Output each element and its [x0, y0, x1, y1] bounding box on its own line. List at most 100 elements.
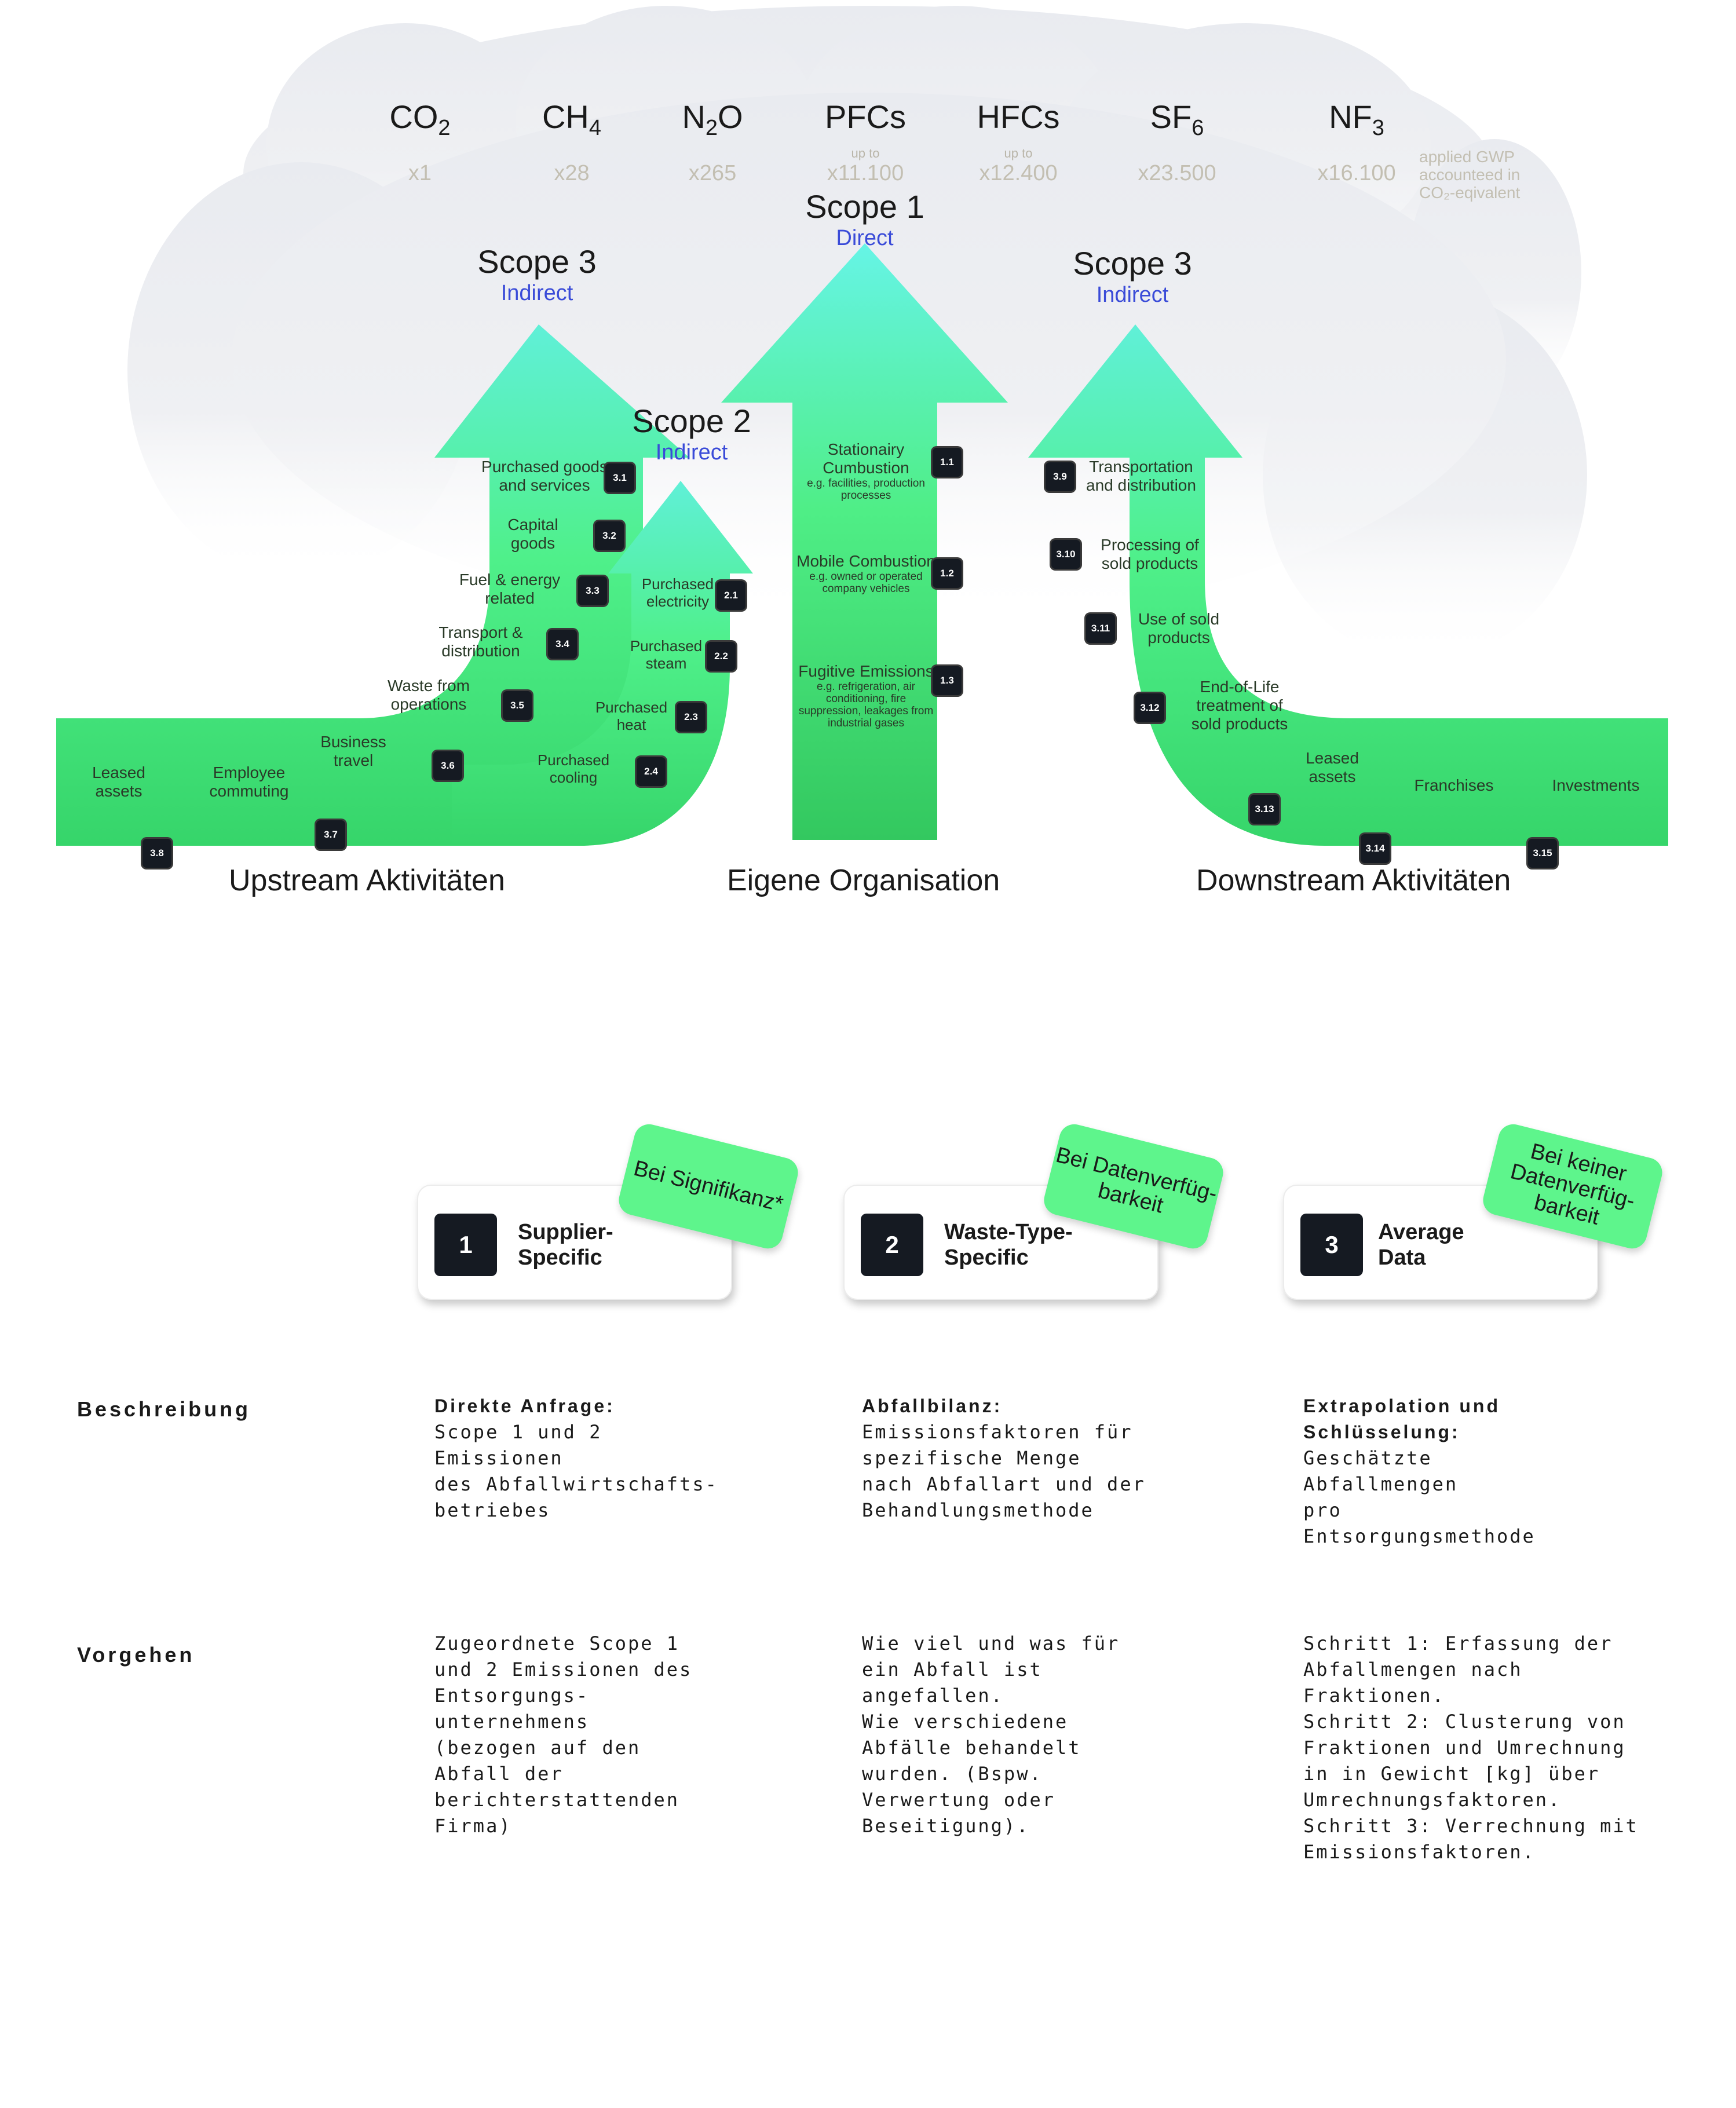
- scope-title-text: Scope 3: [1073, 245, 1192, 282]
- category-label: Fugitive Emissions e.g. refrigeration, a…: [796, 662, 935, 729]
- category-badge: 3.7: [316, 820, 345, 849]
- gas-upto: up to: [1004, 146, 1033, 161]
- gas-formula: SF6: [1150, 98, 1204, 141]
- scope3-downstream-title: Scope 3 Indirect: [1040, 245, 1225, 308]
- scope-subtitle: Indirect: [500, 281, 573, 305]
- section-downstream: Downstream Aktivitäten: [1196, 864, 1511, 897]
- category-badge: 3.3: [578, 576, 607, 605]
- category-badge: 3.14: [1361, 834, 1390, 863]
- category-badge: 1.3: [933, 666, 962, 695]
- gas-upto: [1108, 147, 1247, 160]
- procedure-cell: Wie viel und was für ein Abfall ist ange…: [862, 1632, 1120, 1837]
- method-name: Waste-Type-Specific: [944, 1220, 1073, 1270]
- scope-subtitle: Indirect: [1096, 283, 1169, 307]
- category-label: Purchased heat: [595, 699, 668, 733]
- scope-title-text: Scope 3: [477, 243, 597, 280]
- method-number: 2: [861, 1214, 923, 1276]
- gas-ch4: CH4 x28: [502, 98, 641, 186]
- scope3-upstream-title: Scope 3 Indirect: [444, 243, 630, 306]
- category-note: e.g. refrigeration, air conditioning, fi…: [798, 681, 934, 729]
- gas-upto: up to: [851, 146, 880, 161]
- category-label: Transport & distribution: [438, 623, 523, 660]
- category-badge: 2.1: [717, 581, 745, 610]
- category-badge: 3.4: [548, 630, 577, 659]
- gas-gwp: x11.100: [827, 161, 904, 186]
- category-label: End-of-Life treatment of sold products: [1191, 678, 1288, 733]
- gas-upto: [350, 147, 489, 160]
- category-badge: 3.1: [605, 463, 634, 492]
- gas-sf6: SF6 x23.500: [1108, 98, 1247, 186]
- gas-upto: [643, 147, 782, 160]
- gas-nf3: NF3 x16.100: [1287, 98, 1426, 186]
- category-label-text: Fugitive Emissions: [798, 662, 934, 680]
- description-text: Geschätzte Abfallmengen pro Entsorgungsm…: [1303, 1447, 1536, 1547]
- gas-gwp: x1: [408, 161, 432, 186]
- method-number: 3: [1300, 1214, 1363, 1276]
- description-text: Emissionsfaktoren für spezifische Menge …: [862, 1421, 1146, 1521]
- method-name: Average Data: [1378, 1220, 1464, 1270]
- category-badge: 2.2: [707, 642, 736, 671]
- category-badge: 3.5: [503, 691, 532, 720]
- category-badge: 3.11: [1086, 614, 1115, 643]
- scope3-downstream-arrow: [1028, 324, 1668, 846]
- description-cell: Abfallbilanz: Emissionsfaktoren für spez…: [862, 1393, 1186, 1524]
- description-cell: Extrapolation und Schlüsselung: Geschätz…: [1303, 1393, 1552, 1550]
- category-label: Purchased goods and services: [481, 458, 608, 494]
- gas-formula: HFCs: [977, 98, 1060, 135]
- category-badge: 1.2: [933, 559, 962, 588]
- procedure-cell: Zugeordnete Scope 1 und 2 Emissionen des…: [434, 1632, 693, 1837]
- description-cell: Direkte Anfrage: Scope 1 und 2 Emissione…: [434, 1393, 759, 1524]
- procedure-cell: Schritt 1: Erfassung der Abfallmengen na…: [1303, 1632, 1639, 1863]
- category-label: Employee commuting: [209, 763, 289, 800]
- category-label: Mobile Combustion e.g. owned or operated…: [796, 552, 935, 595]
- category-badge: 3.6: [433, 751, 462, 780]
- gas-co2: CO2 x1: [350, 98, 489, 186]
- gas-formula: CH4: [542, 98, 602, 141]
- gas-formula: N2O: [682, 98, 743, 141]
- category-label: Leased assets: [92, 763, 145, 800]
- description-title: Extrapolation und Schlüsselung:: [1303, 1395, 1500, 1442]
- row-label-procedure: Vorgehen: [77, 1643, 195, 1667]
- category-badge: 3.9: [1046, 462, 1075, 491]
- scope-title-text: Scope 1: [805, 188, 924, 225]
- category-label: Investments: [1552, 776, 1640, 794]
- category-label: Franchises: [1414, 776, 1494, 794]
- category-badge: 3.12: [1135, 693, 1164, 722]
- section-upstream: Upstream Aktivitäten: [229, 864, 505, 897]
- scope2-arrow: [452, 481, 753, 846]
- scope2-title: Scope 2 Indirect: [599, 403, 784, 465]
- method-card-supplier-specific: 1 Supplier-Specific: [417, 1185, 732, 1300]
- scope-subtitle: Direct: [836, 226, 894, 250]
- category-label: Purchased cooling: [537, 751, 610, 786]
- description-title: Abfallbilanz:: [862, 1395, 1003, 1416]
- gas-gwp: x28: [554, 161, 590, 186]
- category-badge: 1.1: [933, 448, 962, 477]
- gas-upto: [502, 147, 641, 160]
- gas-upto: [1287, 147, 1426, 160]
- method-card-waste-type-specific: 2 Waste-Type-Specific: [843, 1185, 1158, 1300]
- category-label: Purchased steam: [630, 637, 703, 672]
- gas-gwp: x12.400: [979, 161, 1058, 186]
- category-label: Purchased electricity: [641, 575, 714, 610]
- gas-formula: PFCs: [825, 98, 906, 135]
- diagram-canvas: [56, 6, 1668, 846]
- scope-title-text: Scope 2: [632, 403, 751, 439]
- category-badge: 3.10: [1051, 540, 1080, 569]
- gas-hfcs: HFCs up to x12.400: [949, 98, 1088, 186]
- method-number: 1: [434, 1214, 497, 1276]
- gas-gwp: x265: [688, 161, 737, 186]
- gas-gwp: x16.100: [1317, 161, 1396, 186]
- category-badge: 3.2: [595, 521, 624, 550]
- category-label: Capital goods: [507, 516, 558, 552]
- category-label-text: Stationairy Cumbustion: [823, 440, 909, 477]
- category-badge: 3.8: [142, 839, 171, 868]
- gas-formula: CO2: [389, 98, 451, 141]
- gas-n2o: N2O x265: [643, 98, 782, 186]
- gas-gwp: x23.500: [1138, 161, 1216, 186]
- category-label: Leased assets: [1306, 749, 1359, 786]
- scope-subtitle: Indirect: [655, 440, 728, 465]
- category-note: e.g. owned or operated company vehicles: [809, 571, 923, 595]
- category-badge: 3.15: [1528, 839, 1557, 868]
- category-label: Fuel & energy related: [459, 571, 561, 607]
- description-text: Scope 1 und 2 Emissionen des Abfallwirts…: [434, 1421, 718, 1521]
